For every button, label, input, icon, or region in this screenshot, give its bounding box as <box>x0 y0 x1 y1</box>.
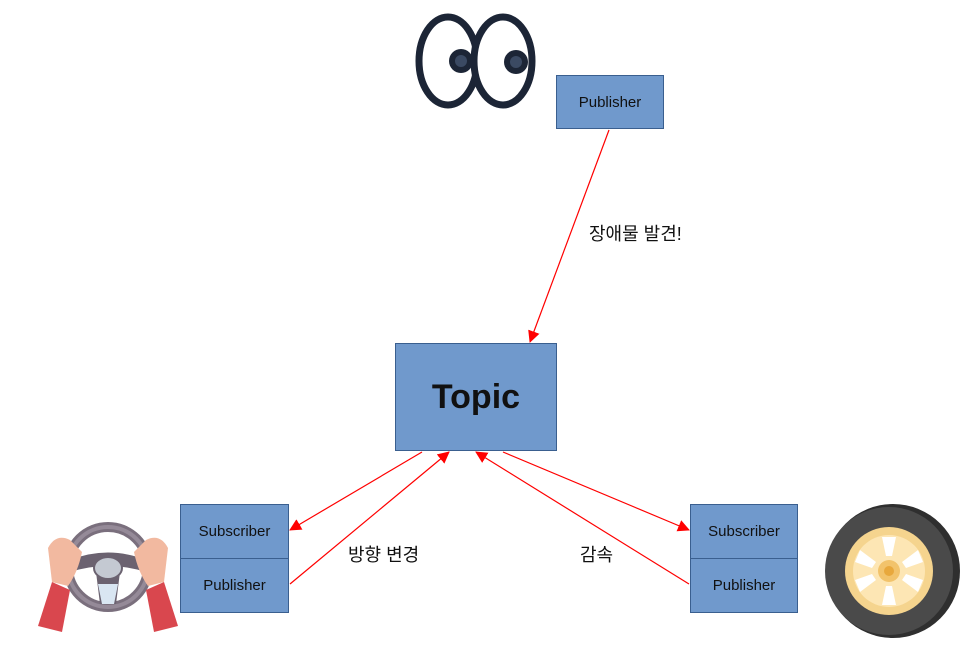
edge-label-decel: 감속 <box>580 541 613 567</box>
arrow-topic-to-wheel-subscriber <box>503 452 689 530</box>
steering-publisher-box: Publisher <box>180 558 289 613</box>
edge-label-steer: 방향 변경 <box>348 541 419 567</box>
wheel-subscriber-box: Subscriber <box>690 504 798 559</box>
topic-box: Topic <box>395 343 557 451</box>
steering-subscriber-box: Subscriber <box>180 504 289 559</box>
wheel-publisher-box: Publisher <box>690 558 798 613</box>
camera-publisher-box: Publisher <box>556 75 664 129</box>
edge-label-obstacle: 장애물 발견! <box>589 220 682 246</box>
